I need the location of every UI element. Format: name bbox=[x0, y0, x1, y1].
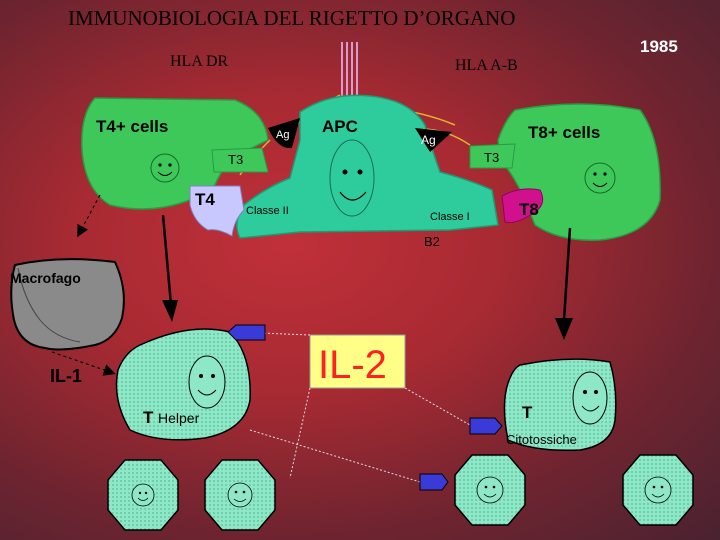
smiley-face-icon bbox=[188, 355, 226, 409]
small-helper-cell bbox=[107, 459, 179, 531]
classe-i-label: Classe I bbox=[430, 211, 470, 223]
t4-receptor bbox=[189, 185, 245, 237]
small-cito-cell bbox=[454, 454, 526, 526]
down-arrow-icon bbox=[161, 214, 178, 322]
t3-right-receptor bbox=[469, 143, 516, 169]
diagram-title: IMMUNOBIOLOGIA DEL RIGETTO D’ORGANO bbox=[68, 6, 515, 30]
macrofago-label: Macrofago bbox=[10, 270, 81, 286]
classe-ii-label: Classe II bbox=[246, 205, 289, 217]
blue-pentagon-arrow-icon bbox=[227, 324, 266, 341]
il2-dotted-line bbox=[249, 429, 421, 483]
ag-right-label: Ag bbox=[421, 133, 436, 147]
t3-left-receptor bbox=[211, 147, 269, 173]
hla-dr-label: HLA DR bbox=[170, 53, 229, 70]
t4-cells-label: T4+ cells bbox=[96, 117, 168, 136]
small-cito-cell bbox=[622, 454, 694, 526]
t3-left-label: T3 bbox=[228, 152, 243, 167]
antigen-left bbox=[268, 118, 300, 149]
t-helper-word-label: Helper bbox=[158, 410, 200, 426]
il2-label: IL-2 bbox=[318, 343, 387, 387]
macrofago-cell bbox=[10, 258, 125, 351]
small-helper-cell bbox=[204, 459, 276, 531]
t8-cells-label: T8+ cells bbox=[528, 123, 600, 142]
smiley-face-icon bbox=[150, 153, 180, 183]
t3-right-label: T3 bbox=[484, 150, 499, 165]
il1-label: IL-1 bbox=[50, 366, 82, 386]
ag-left-label: Ag bbox=[276, 129, 289, 141]
dashed-arrow-to-macrofago bbox=[77, 194, 101, 238]
t-helper-t-label: T bbox=[143, 408, 154, 427]
smiley-face-icon bbox=[329, 139, 375, 217]
t-cito-t-label: T bbox=[522, 403, 533, 422]
blue-pentagon-arrow-icon bbox=[469, 417, 503, 435]
il2-box bbox=[309, 334, 406, 389]
b2-label: B2 bbox=[424, 234, 440, 249]
blue-pentagon-arrow-icon bbox=[419, 473, 449, 491]
citotossiche-label: Citotossiche bbox=[506, 432, 577, 447]
il2-dotted-line bbox=[404, 387, 471, 426]
smiley-face-icon bbox=[584, 162, 616, 194]
dashed-arrow-il1 bbox=[51, 351, 116, 376]
t4-cell bbox=[81, 97, 269, 210]
il2-dotted-line bbox=[289, 387, 311, 479]
apc-label: APC bbox=[322, 117, 358, 136]
hla-ab-label: HLA A-B bbox=[455, 57, 518, 74]
t8-label: T8 bbox=[519, 200, 539, 219]
year-label: 1985 bbox=[640, 37, 678, 56]
antigen-right bbox=[415, 128, 452, 152]
down-arrow-icon bbox=[555, 227, 573, 340]
smiley-face-icon bbox=[572, 371, 608, 425]
t8-receptor bbox=[501, 188, 544, 224]
t4-label: T4 bbox=[195, 190, 215, 209]
